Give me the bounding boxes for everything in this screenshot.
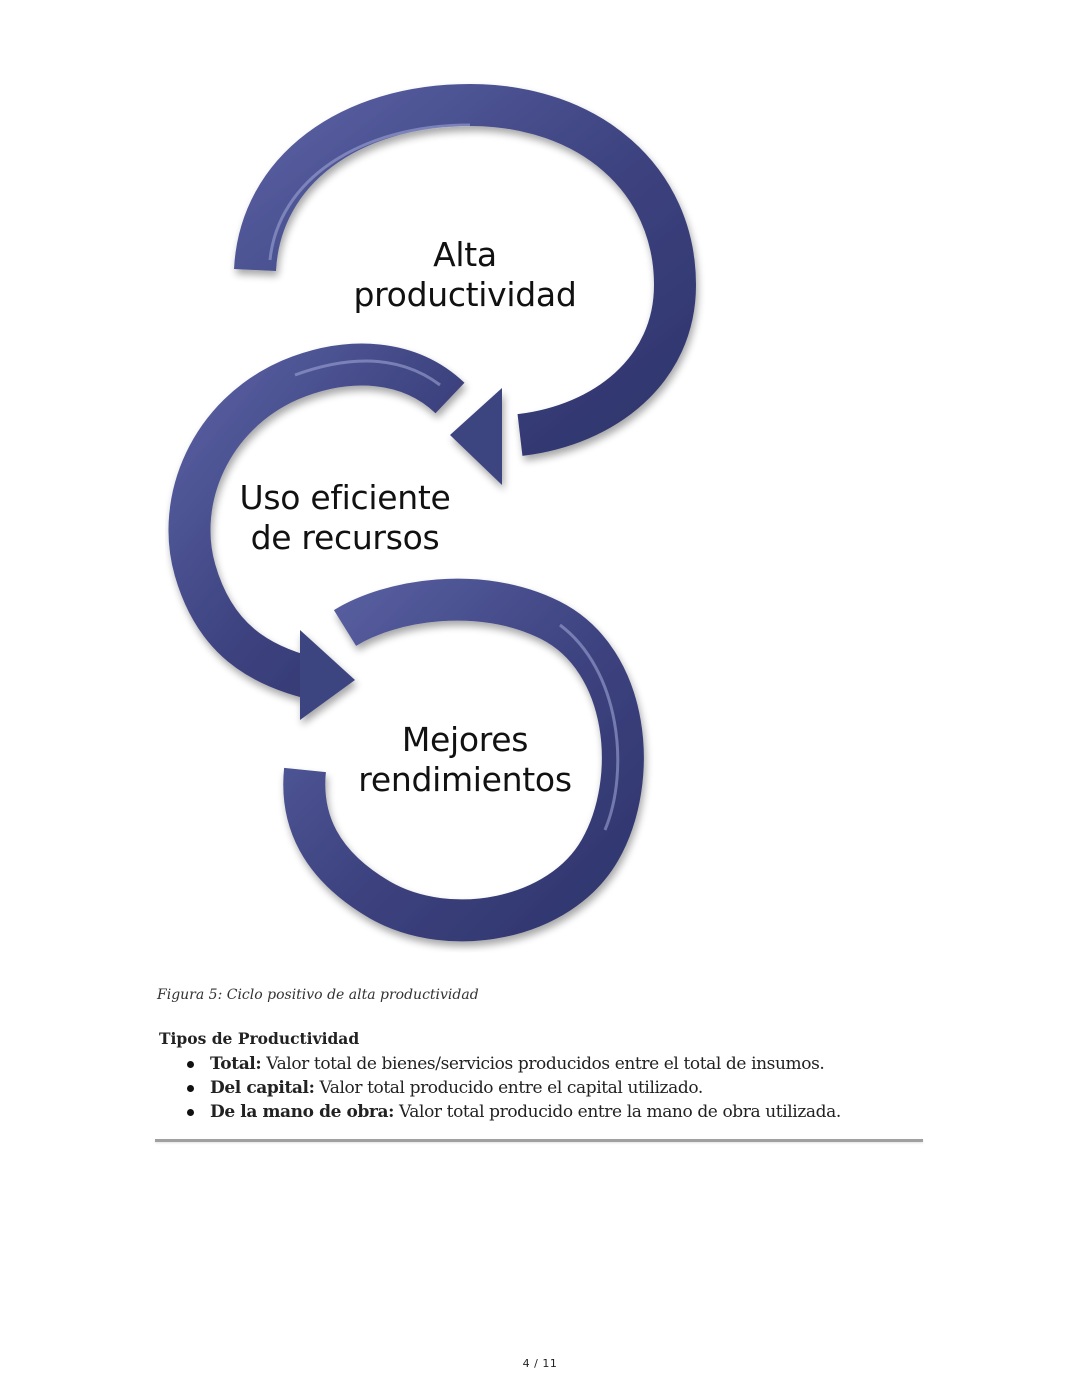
label-line: productividad [353,275,577,314]
list-item: Total: Valor total de bienes/servicios p… [185,1052,841,1076]
top-arrow [234,83,697,485]
label-line: Uso eficiente [239,478,451,517]
label-line: rendimientos [358,760,572,799]
label-alta-productividad: Alta productividad [340,235,590,315]
middle-arrow [168,343,465,720]
section-heading: Tipos de Productividad [159,1029,360,1048]
label-mejores-rendimientos: Mejores rendimientos [345,720,585,800]
item-text: Valor total de bienes/servicios producid… [261,1054,825,1074]
item-text: Valor total producido entre el capital u… [314,1078,703,1098]
figure-caption: Figura 5: Ciclo positivo de alta product… [157,987,479,1003]
item-term: Del capital: [210,1078,315,1098]
bottom-arrow [283,578,644,942]
page-indicator: 4 / 11 [522,1357,558,1370]
bullet-icon [187,1109,194,1116]
productivity-types-list: Total: Valor total de bienes/servicios p… [185,1052,841,1124]
label-line: Mejores [401,720,529,759]
item-term: Total: [210,1054,262,1074]
label-line: Alta [433,235,497,274]
bullet-icon [187,1085,194,1092]
horizontal-divider [155,1139,923,1142]
list-item: De la mano de obra: Valor total producid… [185,1100,841,1124]
bullet-icon [187,1061,194,1068]
label-uso-eficiente: Uso eficiente de recursos [230,478,460,558]
productivity-cycle-figure: Alta productividad Uso eficiente de recu… [150,80,710,960]
item-term: De la mano de obra: [210,1102,394,1122]
label-line: de recursos [250,518,440,557]
item-text: Valor total producido entre la mano de o… [393,1102,841,1122]
list-item: Del capital: Valor total producido entre… [185,1076,841,1100]
cycle-arrows-diagram [168,83,697,942]
